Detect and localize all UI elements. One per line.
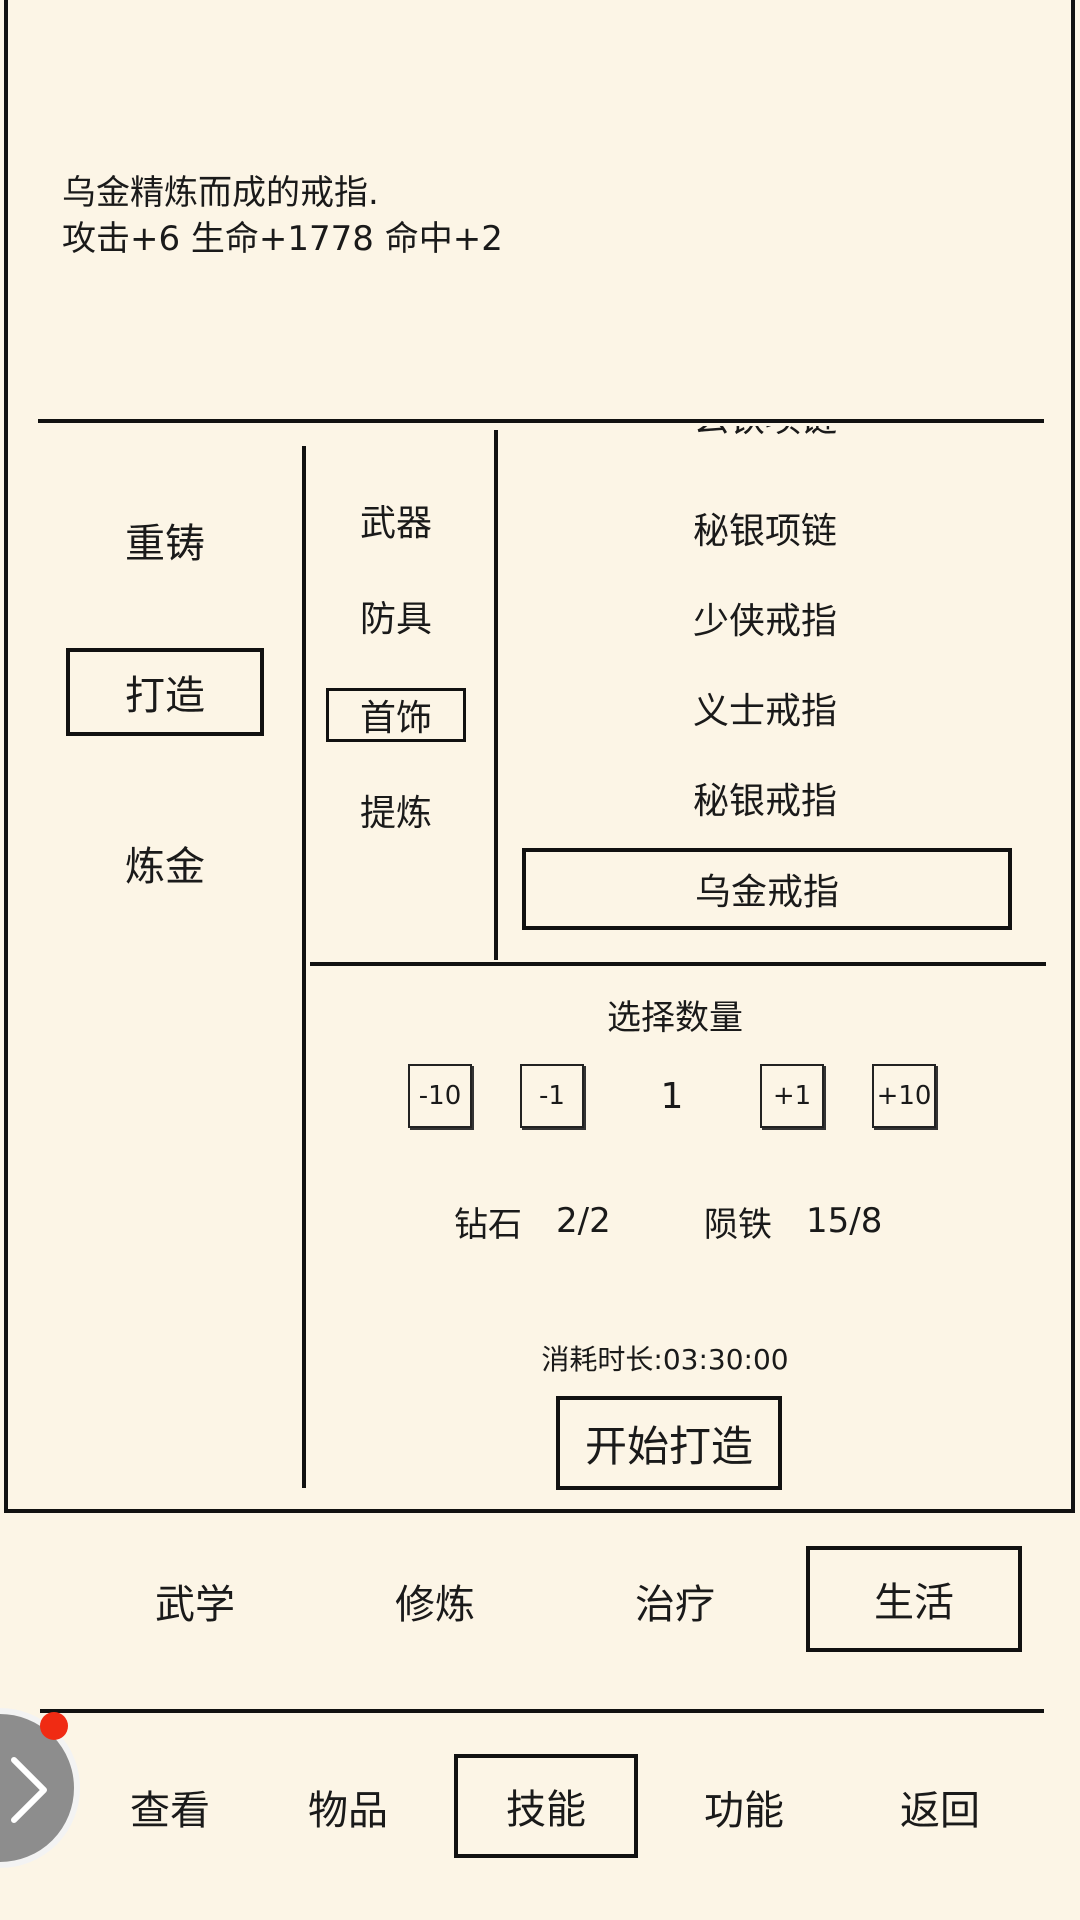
mode-recast[interactable]: 重铸: [125, 521, 205, 567]
divider-modes: [302, 446, 306, 1488]
quantity-title: 选择数量: [607, 997, 743, 1038]
nav-skills[interactable]: 技能: [454, 1754, 638, 1858]
skill-tab-cultivation[interactable]: 修炼: [395, 1582, 475, 1628]
category-armor[interactable]: 防具: [359, 599, 432, 640]
panel-border-right: [1071, 0, 1075, 1512]
item-mithril-necklace[interactable]: 秘银项链: [692, 511, 837, 552]
mode-forge[interactable]: 打造: [66, 648, 264, 736]
item-righteous-ring[interactable]: 义士戒指: [692, 691, 837, 732]
divider-lists-bottom: [310, 962, 1046, 966]
quantity-minus1-button[interactable]: -1: [520, 1064, 584, 1128]
item-description: 乌金精炼而成的戒指. 攻击+6 生命+1778 命中+2: [62, 170, 503, 262]
category-weapon[interactable]: 武器: [359, 503, 432, 544]
material-meteorite-amount: 15/8: [806, 1201, 883, 1241]
material-meteorite: 陨铁 15/8: [704, 1196, 882, 1246]
item-youth-ring[interactable]: 少侠戒指: [692, 601, 837, 642]
item-partial[interactable]: 玄铁项链: [500, 426, 1030, 446]
description-line-1: 乌金精炼而成的戒指.: [62, 173, 379, 213]
mode-alchemy[interactable]: 炼金: [125, 844, 205, 890]
nav-back[interactable]: 返回: [900, 1788, 980, 1834]
nav-items[interactable]: 物品: [308, 1788, 388, 1834]
nav-functions[interactable]: 功能: [704, 1788, 784, 1834]
quantity-plus1-button[interactable]: +1: [760, 1064, 824, 1128]
description-line-2: 攻击+6 生命+1778 命中+2: [62, 219, 503, 259]
item-list[interactable]: 玄铁项链 秘银项链 少侠戒指 义士戒指 秘银戒指 乌金戒指: [500, 426, 1046, 958]
skill-tab-martial[interactable]: 武学: [155, 1582, 235, 1628]
material-diamond-amount: 2/2: [556, 1201, 611, 1241]
panel-border-bottom: [4, 1509, 1075, 1513]
panel-border-left: [4, 0, 8, 1512]
category-refine[interactable]: 提炼: [359, 793, 432, 834]
skill-tab-life[interactable]: 生活: [806, 1546, 1022, 1652]
divider-description: [38, 419, 1044, 423]
notification-badge: [40, 1712, 68, 1740]
quantity-minus10-button[interactable]: -10: [408, 1064, 472, 1128]
material-meteorite-name: 陨铁: [704, 1204, 772, 1245]
quantity-value: 1: [660, 1075, 684, 1117]
divider-bottom-nav: [40, 1709, 1044, 1713]
craft-duration: 消耗时长:03:30:00: [541, 1343, 789, 1376]
nav-view[interactable]: 查看: [130, 1788, 210, 1834]
item-mithril-ring[interactable]: 秘银戒指: [692, 781, 837, 822]
quantity-plus10-button[interactable]: +10: [872, 1064, 936, 1128]
start-forge-button[interactable]: 开始打造: [556, 1396, 782, 1490]
divider-categories: [494, 430, 498, 960]
item-darkgold-ring[interactable]: 乌金戒指: [522, 848, 1012, 930]
chevron-right-icon: [11, 1757, 47, 1823]
material-diamond: 钻石 2/2: [454, 1196, 611, 1246]
material-diamond-name: 钻石: [454, 1204, 522, 1245]
floating-expand-button[interactable]: [0, 1708, 80, 1868]
category-accessory[interactable]: 首饰: [326, 688, 466, 742]
skill-tab-healing[interactable]: 治疗: [635, 1582, 715, 1628]
